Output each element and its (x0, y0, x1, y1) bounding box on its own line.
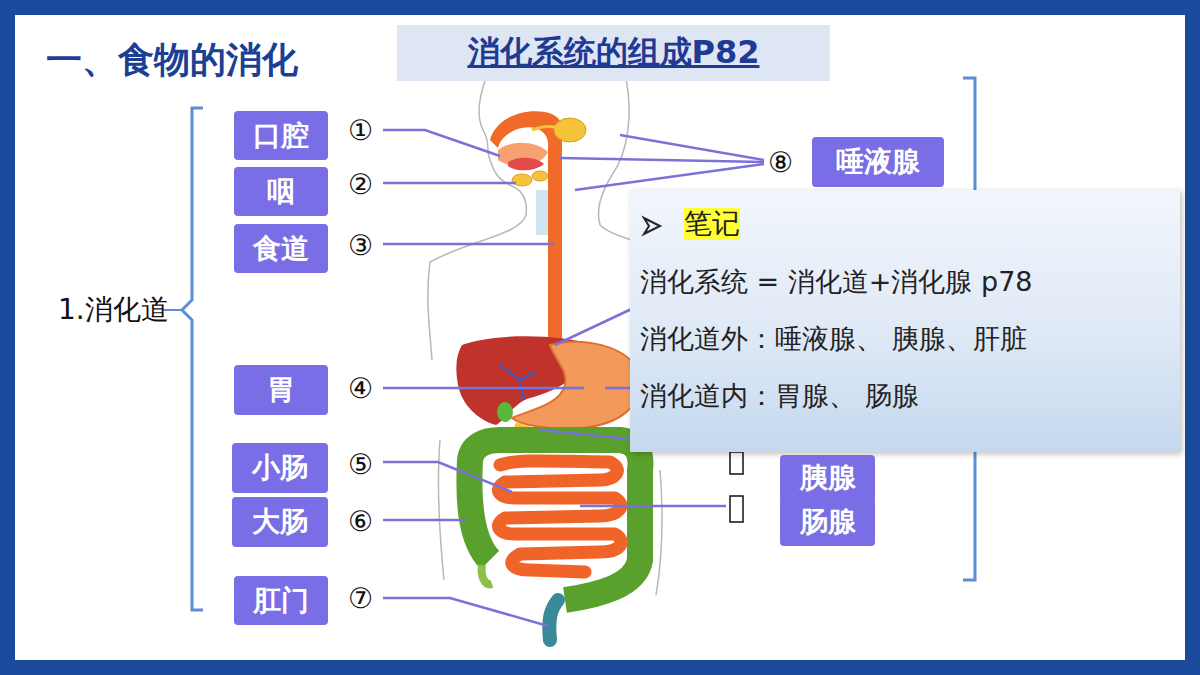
salivary-duct (532, 127, 562, 130)
organ-box: 大肠 (232, 497, 328, 547)
box-text: 肛门 (253, 582, 309, 620)
callout-number: ⑦ (348, 582, 373, 615)
left-bracket (182, 108, 203, 610)
note-panel: 笔记消化系统 = 消化道+消化腺 p78 消化道外：唾液腺、 胰腺、肝脏消化道内：… (630, 190, 1180, 452)
small-intestine (498, 461, 621, 572)
esophagus (548, 178, 562, 345)
gland-box: 胰腺 (780, 455, 875, 501)
hepatic-vessels (500, 365, 535, 400)
slide-title: 一、食物的消化 (46, 36, 298, 85)
callout-number: ③ (348, 229, 373, 262)
callout-mark (730, 452, 743, 474)
organ-box: 肛门 (234, 576, 328, 625)
gland-box: 唾液腺 (812, 137, 944, 187)
box-text: 小肠 (252, 449, 308, 487)
pharynx (490, 111, 563, 180)
organ-box: 口腔 (234, 111, 328, 160)
organ-box: 咽 (234, 167, 328, 216)
box-text: 咽 (267, 173, 295, 211)
organ-box: 小肠 (232, 443, 328, 493)
rectum (549, 600, 558, 640)
note-heading: 笔记 (684, 208, 740, 240)
header-box: 消化系统的组成P82 (397, 25, 830, 81)
salivary-glands (512, 118, 586, 186)
large-intestine (469, 440, 640, 600)
callout-mark (730, 496, 743, 522)
box-text: 大肠 (252, 503, 308, 541)
gland-box: 肠腺 (780, 497, 875, 546)
box-text: 肠腺 (800, 503, 856, 541)
box-text: 口腔 (253, 117, 309, 155)
callout-number: ④ (348, 372, 373, 405)
tongue (508, 158, 544, 171)
box-text: 唾液腺 (836, 143, 920, 181)
trachea (536, 190, 548, 235)
callout-number: ⑥ (348, 505, 373, 538)
note-line: 消化道内：胃腺、 肠腺 (640, 380, 1170, 411)
stomach (512, 342, 641, 429)
appendix (482, 565, 492, 584)
box-text: 消化系统的组成P82 (468, 31, 760, 75)
note-line: 消化道外：唾液腺、 胰腺、肝脏 (640, 323, 1170, 354)
gallbladder (497, 402, 513, 422)
organ-box: 食道 (234, 224, 328, 273)
box-text: 胃 (267, 371, 295, 409)
box-text: 食道 (253, 230, 309, 268)
note-line: 消化系统 = 消化道+消化腺 p78 (640, 266, 1170, 297)
box-text: 胰腺 (800, 459, 856, 497)
callout-number: ② (348, 168, 373, 201)
callout-number: ⑧ (768, 146, 793, 179)
callout-number: ⑤ (348, 448, 373, 481)
callout-number: ① (348, 114, 373, 147)
organ-box: 胃 (234, 365, 328, 415)
bullet-arrow (640, 212, 670, 242)
group-label: 1.消化道 (58, 291, 169, 329)
